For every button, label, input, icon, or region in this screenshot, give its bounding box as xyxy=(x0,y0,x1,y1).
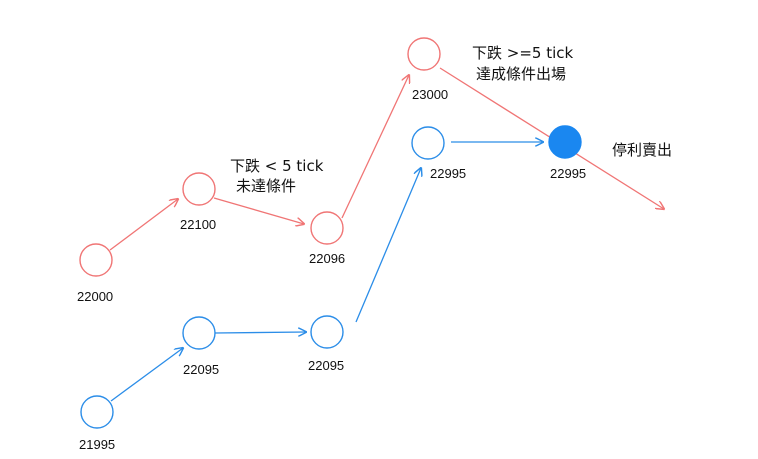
note-drop-ge5-line2: 達成條件出場 xyxy=(476,65,566,83)
note-stop-sell: 停利賣出 xyxy=(612,141,672,159)
label-22995-a: 22995 xyxy=(430,166,466,181)
red-node-23000 xyxy=(407,37,441,71)
blue-node-22095-b xyxy=(310,315,344,349)
label-21995: 21995 xyxy=(79,437,115,452)
blue-arrow-2 xyxy=(214,332,306,333)
red-arrow-2 xyxy=(213,197,304,224)
label-22000: 22000 xyxy=(77,289,113,304)
label-23000: 23000 xyxy=(412,87,448,102)
blue-arrow-3 xyxy=(355,168,421,323)
note-drop-lt5-line1: 下跌 < 5 tick xyxy=(230,157,324,175)
red-node-22100 xyxy=(182,172,216,206)
label-22095-b: 22095 xyxy=(308,358,344,373)
label-22095-a: 22095 xyxy=(183,362,219,377)
note-drop-lt5-line2: 未達條件 xyxy=(236,177,296,195)
blue-node-22995-a xyxy=(411,126,445,160)
blue-node-21995 xyxy=(80,395,114,429)
label-22100: 22100 xyxy=(180,217,216,232)
note-drop-ge5-line1: 下跌 >=5 tick xyxy=(472,44,574,62)
blue-node-22995-filled xyxy=(548,125,582,159)
red-arrow-3 xyxy=(341,75,409,219)
blue-arrow-1 xyxy=(110,348,183,402)
blue-node-22095-a xyxy=(182,316,216,350)
label-22096: 22096 xyxy=(309,251,345,266)
red-node-22000 xyxy=(79,243,113,277)
label-22995-filled: 22995 xyxy=(550,166,586,181)
red-node-22096 xyxy=(310,211,344,245)
red-arrow-1 xyxy=(109,199,178,251)
